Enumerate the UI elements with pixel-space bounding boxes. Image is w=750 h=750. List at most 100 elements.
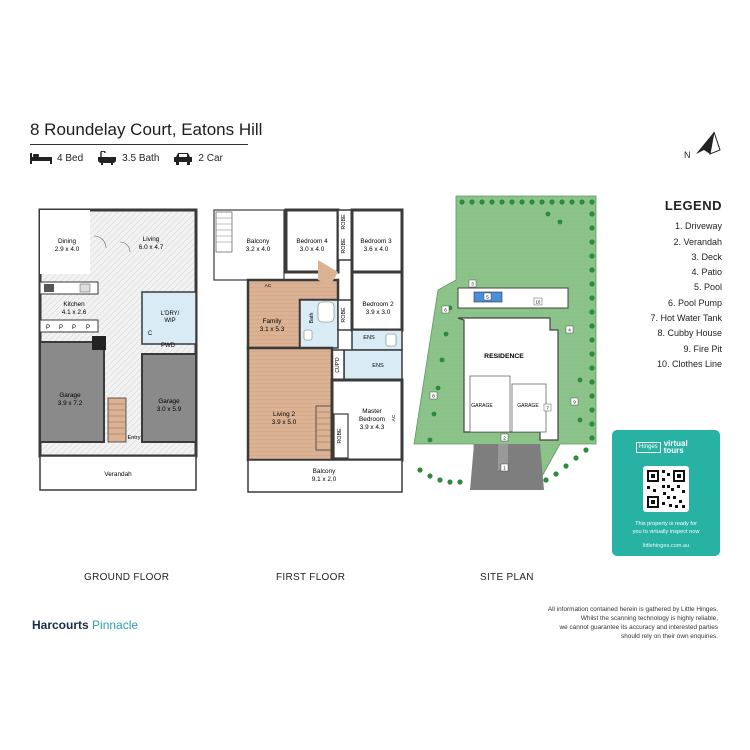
- bath-label: Bath: [309, 312, 315, 323]
- stairs: [107, 397, 127, 443]
- site-marker-number: 3: [471, 282, 474, 287]
- disclaimer-line: Whilst the scanning technology is highly…: [580, 615, 718, 622]
- legend-item: 9. Fire Pit: [683, 343, 722, 354]
- site-marker-number: 1: [503, 466, 506, 471]
- virtual-tour-url[interactable]: littlehinges.com.au: [642, 543, 690, 549]
- agency-brand: Harcourts Pinnacle: [32, 618, 138, 632]
- stair-void: [315, 405, 333, 451]
- site-marker: 3: [468, 279, 477, 288]
- garage-2-size: 3.0 x 5.9: [157, 406, 182, 413]
- family-size: 3.1 x 5.3: [260, 326, 285, 333]
- brand-pinnacle: Pinnacle: [92, 618, 139, 632]
- site-marker-number: 2: [503, 436, 506, 441]
- site-marker: 1: [500, 463, 509, 472]
- site-marker-number: 5: [486, 295, 489, 300]
- site-marker: 5: [483, 292, 492, 301]
- beds-spec: 4 Bed: [30, 152, 83, 164]
- powder-room-label: PWD: [161, 343, 176, 349]
- tree-boundary: [417, 199, 595, 485]
- disclaimer-line: should rely on their own enquiries.: [621, 633, 718, 640]
- virtual-tour-message-line: This property is ready for: [635, 521, 697, 527]
- ac-label: AC: [265, 283, 272, 289]
- verandah-label: Verandah: [104, 471, 132, 478]
- legend-item: 7. Hot Water Tank: [650, 313, 722, 324]
- legend-item: 6. Pool Pump: [667, 297, 722, 308]
- deck-stairs: [215, 211, 233, 253]
- balcony-bottom-size: 9.1 x 2.0: [312, 476, 337, 483]
- robe-label: ROBE: [341, 238, 347, 254]
- ac-label: AC: [391, 414, 397, 421]
- site-plan-caption: SITE PLAN: [480, 572, 534, 583]
- bedroom-3-size: 3.6 x 4.0: [364, 246, 389, 253]
- site-marker: 4: [565, 325, 574, 334]
- robe-label: ROBE: [341, 307, 347, 323]
- garage-2-label: Garage: [158, 398, 180, 405]
- legend-item: 2. Verandah: [673, 236, 722, 247]
- laundry-label: L'DRY/: [161, 311, 180, 317]
- garage-1-label: Garage: [59, 392, 81, 399]
- cars-label: 2 Car: [198, 152, 223, 164]
- property-specs: 4 Bed 3.5 Bath 2 Car: [30, 150, 223, 166]
- legend-title: LEGEND: [664, 198, 722, 213]
- ground-floor-caption: GROUND FLOOR: [84, 572, 170, 583]
- baths-spec: 3.5 Bath: [97, 151, 159, 165]
- garage-1-size: 3.9 x 7.2: [58, 400, 83, 407]
- robe-label: ROBE: [337, 428, 343, 444]
- bedroom-4-label: Bedroom 4: [296, 238, 328, 245]
- brand-harcourts: Harcourts: [32, 618, 89, 632]
- bedroom-3-label: Bedroom 3: [360, 238, 392, 245]
- virtual-tour-logo: Hinges virtual tours: [636, 440, 688, 455]
- site-marker: 9: [570, 397, 579, 406]
- residence-label: RESIDENCE: [484, 353, 524, 360]
- dining-label: Dining: [58, 238, 77, 245]
- living-2-label: Living 2: [273, 411, 295, 418]
- virtual-tour-card[interactable]: Hinges virtual tours This property is re…: [612, 430, 720, 556]
- site-marker: 10: [533, 297, 543, 306]
- ensuite-label: ENS: [372, 363, 384, 369]
- master-bedroom-sub-label: Bedroom: [359, 416, 385, 423]
- family-label: Family: [263, 318, 283, 325]
- pantry-label: P: [46, 325, 50, 331]
- cupboard-label: C: [148, 331, 153, 337]
- entry-label: Entry: [127, 435, 140, 441]
- title-rule: [30, 144, 248, 145]
- site-garage-label: GARAGE: [517, 403, 539, 409]
- bed-icon: [30, 153, 52, 164]
- disclaimer-line: we cannot guarantee its accuracy and int…: [559, 624, 718, 631]
- cars-spec: 2 Car: [173, 152, 223, 165]
- legend-item: 5. Pool: [693, 282, 722, 293]
- north-arrow-icon: N: [684, 131, 721, 160]
- pantry-label: P: [72, 325, 76, 331]
- legend-item: 3. Deck: [691, 251, 722, 262]
- master-bedroom-size: 3.9 x 4.3: [360, 424, 385, 431]
- master-bedroom-label: Master: [362, 408, 382, 415]
- bedroom-2-label: Bedroom 2: [362, 301, 394, 308]
- site-marker: 7: [543, 403, 552, 412]
- property-address: 8 Roundelay Court, Eatons Hill: [30, 120, 263, 139]
- bedroom-4-size: 3.0 x 4.0: [300, 246, 325, 253]
- site-marker: 8: [429, 391, 438, 400]
- balcony-top-label: Balcony: [247, 238, 271, 245]
- car-icon: [174, 152, 193, 165]
- virtual-tour-message: This property is ready for you to virtua…: [616, 521, 716, 536]
- north-label: N: [684, 150, 691, 160]
- site-marker-number: 7: [546, 406, 549, 411]
- kitchen-size: 4.1 x 2.6: [62, 309, 87, 316]
- pantry-label: P: [86, 325, 90, 331]
- qr-code[interactable]: [643, 466, 689, 512]
- bedroom-2-size: 3.9 x 3.0: [366, 309, 391, 316]
- legend-item: 1. Driveway: [674, 221, 722, 232]
- dining-size: 2.9 x 4.0: [55, 246, 80, 253]
- tours-word: tours: [663, 446, 684, 455]
- cupboard-label: CUP'D: [335, 357, 341, 373]
- balcony-bottom-label: Balcony: [313, 468, 337, 475]
- living-2-size: 3.9 x 5.0: [272, 419, 297, 426]
- legend: LEGEND 1. Driveway 2. Verandah 3. Deck 4…: [650, 198, 722, 372]
- site-marker-number: 9: [573, 400, 576, 405]
- legend-item: 8. Cubby House: [657, 328, 722, 339]
- beds-label: 4 Bed: [57, 152, 84, 164]
- site-marker-number: 10: [536, 300, 541, 305]
- laundry-sub-label: WIP: [164, 318, 175, 324]
- legend-item: 10. Clothes Line: [656, 358, 722, 369]
